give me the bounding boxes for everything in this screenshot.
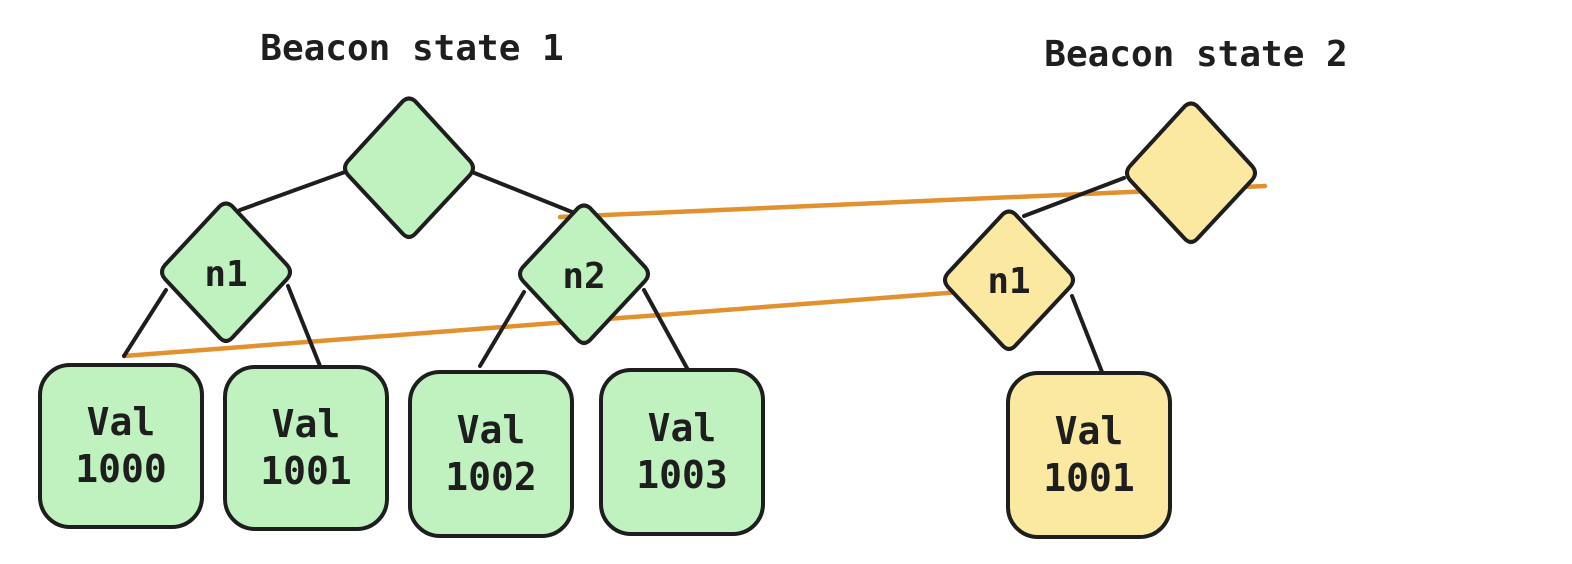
- state2-node-n1-label: n1: [987, 261, 1030, 302]
- state2-root-node: [1125, 101, 1257, 244]
- leaf-label-line1: Val: [87, 400, 156, 444]
- state1-leaf-val1001: Val 1001: [223, 365, 389, 531]
- edge-n1-val1001-state2: [1070, 294, 1104, 374]
- shared-link-val1000-to-n1: [121, 289, 963, 359]
- state1-leaf-val1002: Val 1002: [408, 370, 574, 538]
- leaf-label-line2: 1000: [75, 447, 167, 491]
- state1-node-n1-label: n1: [204, 254, 247, 295]
- leaf-label-line1: Val: [1055, 409, 1124, 453]
- state1-node-n2-label: n2: [562, 256, 605, 297]
- state2-node-n1: n1: [943, 209, 1075, 351]
- edge-n1-val1000: [122, 288, 168, 358]
- state2-leaf-val1001: Val 1001: [1006, 371, 1172, 539]
- state1-node-n1: n1: [160, 201, 292, 343]
- state2-title: Beacon state 2: [1044, 34, 1347, 75]
- leaf-label-line1: Val: [272, 402, 341, 446]
- state1-node-n2: n2: [518, 203, 650, 345]
- edge-root1-n2: [470, 170, 574, 214]
- edge-n1-val1001: [286, 284, 322, 368]
- edge-root1-n1: [238, 170, 347, 212]
- edge-root2-n1: [1022, 176, 1126, 218]
- state1-root-node: [343, 96, 475, 239]
- state1-leaf-val1003: Val 1003: [599, 368, 765, 536]
- leaf-label-line2: 1003: [636, 453, 728, 497]
- state1-title: Beacon state 1: [260, 28, 563, 69]
- leaf-label-line2: 1001: [260, 449, 352, 493]
- leaf-label-line2: 1002: [445, 455, 537, 499]
- leaf-label-line2: 1001: [1043, 456, 1135, 500]
- leaf-label-line1: Val: [648, 406, 717, 450]
- state1-leaf-val1000: Val 1000: [38, 363, 204, 529]
- edge-n2-val1003: [642, 288, 690, 372]
- leaf-label-line1: Val: [457, 408, 526, 452]
- edge-n2-val1002: [478, 290, 526, 368]
